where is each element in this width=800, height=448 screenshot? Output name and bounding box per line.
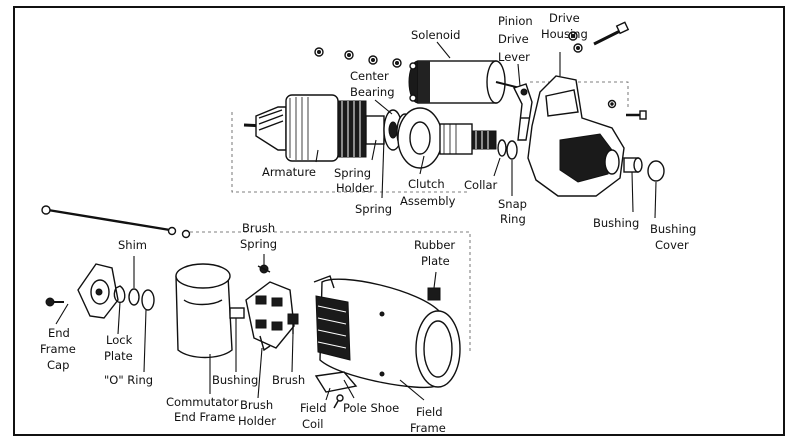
label-armature: Armature — [262, 165, 316, 179]
label-field-coil-1: Field — [300, 401, 327, 415]
bushing-cover — [647, 160, 665, 182]
label-pinion-drive-lever-2: Drive — [498, 32, 529, 46]
label-lock-plate-2: Plate — [104, 349, 133, 363]
collar-snap-ring — [497, 139, 518, 160]
pinion-drive-lever — [513, 83, 533, 141]
label-snap-ring-1: Snap — [498, 197, 527, 211]
label-o-ring: "O" Ring — [104, 373, 153, 387]
drive-housing — [527, 75, 625, 197]
label-end-frame-cap-2: Frame — [40, 342, 76, 356]
label-pinion-drive-lever-1: Pinion — [498, 14, 533, 28]
label-center-bearing-1: Center — [350, 69, 389, 83]
label-shim: Shim — [118, 238, 147, 252]
drive-housing-bolt — [593, 21, 630, 46]
o-ring — [141, 289, 155, 311]
label-collar: Collar — [464, 178, 498, 192]
label-drive-housing-2: Housing — [541, 27, 588, 41]
label-solenoid: Solenoid — [411, 28, 460, 42]
pole-shoe — [314, 371, 358, 409]
label-brush-spring-1: Brush — [242, 221, 275, 235]
label-pole-shoe: Pole Shoe — [343, 401, 399, 415]
label-lock-plate-1: Lock — [106, 333, 133, 347]
label-bushing-right: Bushing — [593, 216, 639, 230]
label-bushing-cover-1: Bushing — [650, 222, 696, 236]
label-pinion-drive-lever-3: Lever — [498, 50, 530, 64]
armature — [243, 94, 421, 162]
label-brush-spring-2: Spring — [240, 237, 277, 251]
label-brush-holder-1: Brush — [240, 398, 273, 412]
bushing-right — [623, 157, 643, 173]
clutch-assembly — [397, 107, 497, 169]
label-spring-holder-2: Holder — [336, 181, 374, 195]
through-bolt — [41, 205, 191, 239]
solenoid — [408, 60, 529, 104]
small-bolt — [626, 110, 647, 120]
end-frame-cap — [77, 263, 119, 319]
label-snap-ring-2: Ring — [500, 212, 526, 226]
leader-lines — [55, 41, 657, 401]
label-spring: Spring — [355, 202, 392, 216]
label-field-frame-1: Field — [416, 405, 443, 419]
cap-screw — [45, 297, 64, 307]
label-end-frame-cap-3: Cap — [47, 358, 69, 372]
label-end-frame-cap-1: End — [48, 326, 70, 340]
rubber-plate — [427, 287, 441, 301]
label-bushing-cover-2: Cover — [655, 238, 689, 252]
label-brush-holder-2: Holder — [238, 414, 276, 428]
label-rubber-plate-1: Rubber — [414, 238, 455, 252]
label-commutator-end-frame-1: Commutator — [166, 395, 239, 409]
brush-holder — [245, 264, 295, 352]
label-center-bearing-2: Bearing — [350, 85, 395, 99]
label-bushing-left: Bushing — [212, 373, 258, 387]
label-drive-housing-1: Drive — [549, 11, 580, 25]
brush — [287, 313, 299, 334]
label-field-coil-2: Coil — [302, 417, 323, 431]
lock-plate — [113, 285, 126, 303]
label-spring-holder-1: Spring — [334, 166, 371, 180]
labels: Solenoid Pinion Drive Lever Drive Housin… — [40, 11, 696, 435]
commutator-end-frame — [175, 263, 245, 359]
top-nuts — [314, 31, 617, 109]
label-rubber-plate-2: Plate — [421, 254, 450, 268]
label-clutch-assembly-2: Assembly — [400, 194, 456, 208]
diagram-border — [13, 6, 785, 436]
label-brush: Brush — [272, 373, 305, 387]
label-clutch-assembly-1: Clutch — [408, 177, 445, 191]
label-commutator-end-frame-2: End Frame — [174, 410, 235, 424]
field-frame — [313, 275, 461, 389]
shim — [128, 288, 140, 306]
label-field-frame-2: Frame — [410, 421, 446, 435]
